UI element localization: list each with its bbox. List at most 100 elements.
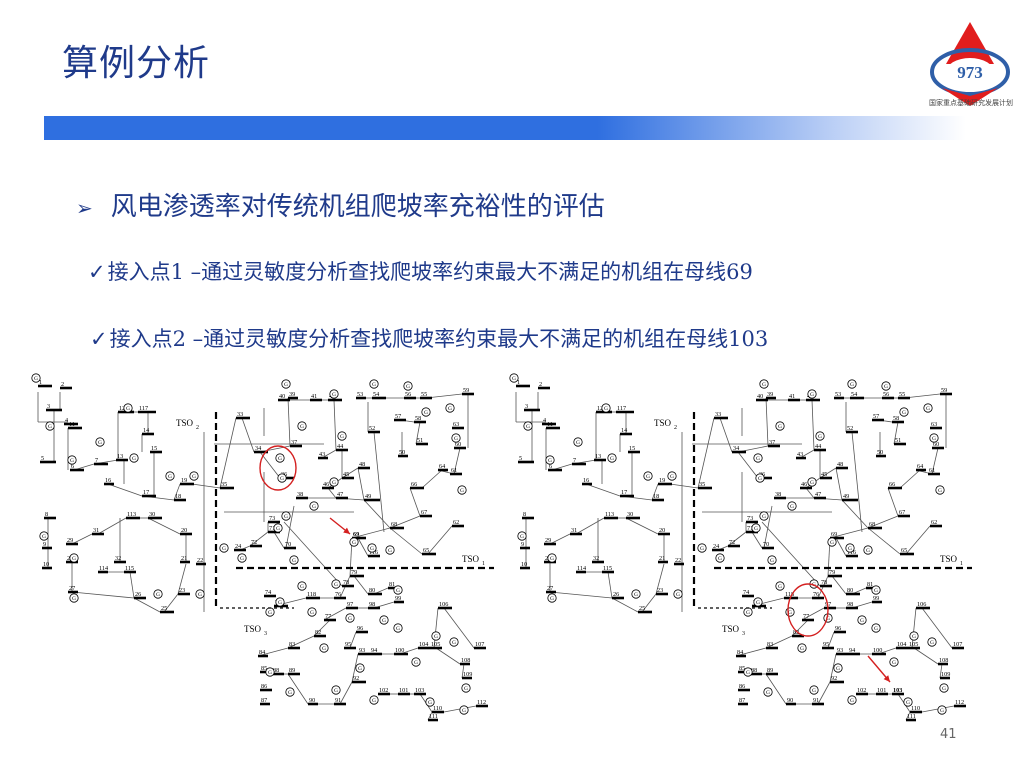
highlight-circle [787, 583, 829, 637]
branch-line [893, 421, 899, 445]
bus-label: 97 [347, 601, 353, 608]
bus-label: 60 [455, 441, 461, 448]
bus-label: 34 [255, 445, 261, 452]
bus-label: 73 [269, 515, 275, 522]
branch-line [341, 467, 359, 479]
highlight-arrowhead [343, 527, 350, 534]
generator-icon [297, 581, 307, 591]
bus-label: 59 [941, 387, 947, 394]
bus-label: 95 [823, 641, 829, 648]
generator-symbol: G [372, 698, 376, 704]
bus-label: 108 [461, 657, 470, 664]
generator-icon [607, 453, 617, 463]
bus-label: 102 [857, 687, 866, 694]
bus-label: 45 [821, 471, 827, 478]
branch-line [287, 673, 309, 705]
bus-label: 82 [793, 629, 799, 636]
bus-label: 35 [699, 481, 705, 488]
generator-symbol: G [874, 626, 878, 632]
generator-symbol: G [756, 456, 760, 462]
generator-icon [667, 471, 677, 481]
bus-label: 47 [815, 491, 821, 498]
bus-label: 95 [345, 641, 351, 648]
branch-line [669, 483, 699, 489]
branch-line [811, 399, 815, 451]
bus-label: 61 [929, 467, 935, 474]
branch-line [435, 647, 461, 665]
branch-line [415, 421, 421, 445]
bus-label: 109 [941, 671, 950, 678]
branch-line [829, 653, 837, 683]
bus-label: 87 [739, 697, 745, 704]
generator-symbol: G [938, 488, 942, 494]
bus-label: 67 [421, 509, 427, 516]
bus-label: 86 [739, 683, 745, 690]
bus-label: 105 [431, 641, 440, 648]
generator-icon [457, 485, 467, 495]
bus-label: 100 [873, 647, 882, 654]
generator-icon [927, 637, 937, 647]
bus-label: 58 [415, 415, 421, 422]
bus-label: 7 [573, 457, 576, 464]
bus-label: 43 [797, 451, 803, 458]
bus-label: 63 [453, 421, 459, 428]
area-label: TSO [176, 418, 194, 428]
bus-label: 61 [451, 467, 457, 474]
branch-line [427, 525, 453, 555]
generator-icon [39, 531, 49, 541]
generator-symbol: G [98, 440, 102, 446]
bus-label: 37 [291, 439, 297, 446]
page-number: 41 [940, 727, 957, 742]
bus-label: 70 [285, 541, 291, 548]
bus-label: 5 [519, 455, 522, 462]
generator-icon [129, 453, 139, 463]
generator-symbol: G [800, 646, 804, 652]
bus-label: 45 [343, 471, 349, 478]
generator-symbol: G [762, 514, 766, 520]
generator-icon [403, 381, 413, 391]
area-label: TSO [244, 624, 262, 634]
bus-label: 8 [45, 511, 48, 518]
generator-icon [807, 477, 817, 487]
bus-label: 113 [605, 511, 614, 518]
bus-label: 103 [893, 687, 902, 694]
bus-label: 29 [67, 537, 73, 544]
generator-symbol: G [826, 616, 830, 622]
bus-label: 38 [297, 491, 303, 498]
bus-label: 40 [757, 393, 763, 400]
arrow-bullet-icon: ➢ [76, 196, 93, 220]
bus-label: 6 [71, 463, 74, 470]
generator-symbol: G [754, 526, 758, 532]
bus-label: 92 [831, 675, 837, 682]
bus-label: 114 [99, 565, 108, 572]
generator-icon [393, 585, 403, 595]
bus-label: 20 [659, 527, 665, 534]
bus-label: 51 [895, 437, 901, 444]
area-label: TSO [462, 554, 480, 564]
bus-label: 84 [259, 649, 265, 656]
generator-symbol: G [372, 382, 376, 388]
generator-icon [755, 473, 765, 483]
bus-label: 32 [593, 555, 599, 562]
bus-label: 65 [423, 547, 429, 554]
generator-icon [425, 697, 435, 707]
generator-symbol: G [42, 534, 46, 540]
bus-label: 88 [273, 667, 279, 674]
generator-symbol: G [830, 540, 834, 546]
bus-label: 100 [395, 647, 404, 654]
bus-label: 53 [357, 391, 363, 398]
bus-label: 8 [523, 511, 526, 518]
bus-label: 108 [939, 657, 948, 664]
area-subscript: 2 [674, 425, 677, 431]
bus-label: 94 [849, 647, 855, 654]
branch-line [283, 521, 343, 587]
bus-label: 10 [521, 561, 527, 568]
generator-symbol: G [746, 610, 750, 616]
bus-label: 106 [917, 601, 926, 608]
branch-line [827, 631, 835, 649]
generator-symbol: G [810, 392, 814, 398]
bus-label: 116 [369, 549, 378, 556]
generator-icon [31, 373, 41, 383]
bus-label: 111 [429, 713, 438, 720]
